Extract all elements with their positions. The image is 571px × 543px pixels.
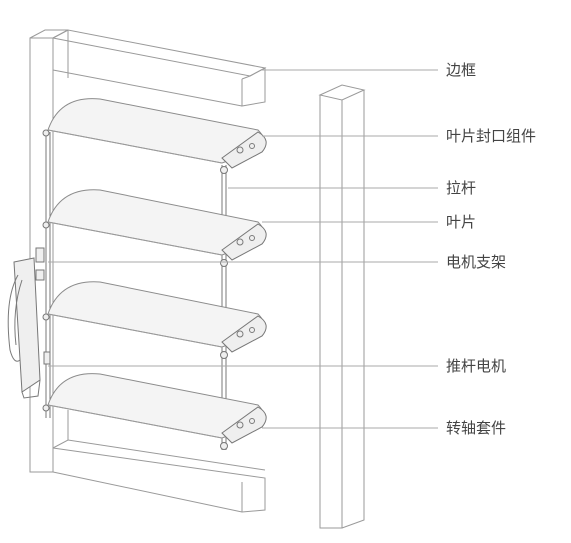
blade-4: [42, 373, 267, 450]
label-actuator-motor: 推杆电机: [446, 357, 506, 375]
label-blade-end-cap: 叶片封口组件: [446, 127, 536, 145]
bottom-frame-rail: [52, 410, 266, 513]
top-frame-rail: [51, 29, 267, 107]
right-frame-post: [318, 84, 366, 529]
label-blade: 叶片: [446, 213, 476, 231]
leader-lines: [48, 69, 438, 429]
label-motor-bracket: 电机支架: [446, 253, 506, 271]
blade-2: [42, 189, 267, 267]
label-pull-rod: 拉杆: [446, 179, 476, 197]
label-frame: 边框: [446, 61, 476, 79]
actuator-motor: [7, 247, 51, 399]
blade-1: [42, 98, 267, 174]
label-pivot-sleeve: 转轴套件: [446, 419, 506, 437]
blade-3: [42, 281, 267, 359]
